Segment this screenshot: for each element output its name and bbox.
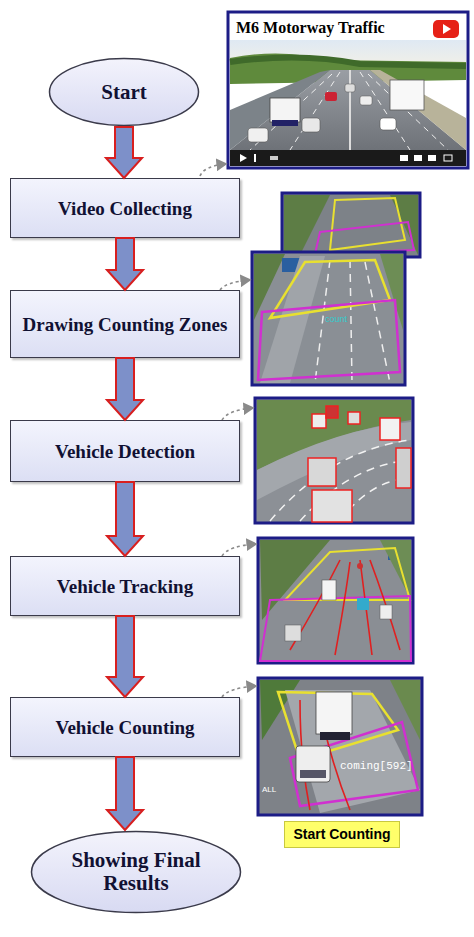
zones-image: count	[252, 193, 420, 385]
illustration-shape	[230, 150, 466, 166]
illustration-shape	[285, 548, 410, 600]
node-label: Showing Final Results	[30, 849, 242, 895]
illustration-shape	[282, 193, 420, 257]
tracking-image	[258, 538, 413, 663]
illustration-shape	[315, 260, 390, 383]
illustration-shape	[252, 252, 405, 385]
illustration-shape	[230, 70, 466, 150]
illustration-shape	[258, 538, 413, 663]
illustration-shape	[357, 563, 363, 569]
illustration-shape: count	[325, 314, 348, 324]
illustration-shape	[200, 164, 226, 176]
illustration-shape	[380, 254, 403, 330]
illustration-shape	[348, 412, 360, 424]
illustration-shape	[296, 746, 330, 782]
illustration-shape	[396, 448, 411, 488]
illustration-shape	[270, 440, 411, 521]
illustration-shape	[254, 154, 256, 162]
node-label: Start Counting	[287, 823, 396, 846]
node-label: Drawing Counting Zones	[17, 313, 234, 336]
flow-arrow	[106, 127, 142, 178]
illustration-shape	[308, 458, 336, 486]
video-title: M6 Motorway Traffic	[236, 19, 385, 37]
start-terminal: Start	[48, 57, 200, 127]
illustration-shape	[414, 155, 422, 161]
process-box: Vehicle Counting	[10, 697, 240, 757]
illustration-shape	[390, 80, 424, 110]
process-box: Video Collecting	[10, 178, 240, 238]
illustration-shape	[260, 540, 330, 620]
illustration-shape	[443, 24, 451, 34]
illustration-shape	[258, 678, 422, 815]
illustration-shape	[285, 690, 420, 813]
illustration-shape	[230, 57, 466, 66]
illustration-shape	[312, 414, 326, 428]
node-label: Vehicle Tracking	[51, 575, 199, 598]
illustration-shape	[222, 408, 253, 420]
illustration-shape	[270, 156, 278, 160]
count-readout: coming[592]	[340, 760, 413, 772]
flow-arrow	[107, 482, 143, 556]
illustration-shape	[345, 84, 355, 92]
illustration-shape	[284, 195, 330, 255]
flow-arrow	[107, 358, 143, 420]
illustration-shape	[322, 580, 336, 600]
illustration-shape	[316, 692, 352, 734]
illustration-shape	[349, 70, 351, 150]
counting-image: ALL	[258, 678, 422, 815]
illustration-shape	[380, 605, 392, 619]
node-label: Vehicle Counting	[49, 716, 200, 739]
illustration-shape	[270, 98, 300, 122]
illustration-shape	[360, 96, 372, 105]
illustration-shape	[255, 398, 413, 523]
illustration-shape	[315, 222, 414, 254]
illustration-shape	[260, 256, 325, 383]
illustration-shape	[312, 490, 352, 522]
illustration-shape	[428, 155, 436, 161]
illustration-shape	[285, 625, 301, 641]
illustration-shape	[290, 722, 418, 806]
illustration-shape	[272, 120, 298, 126]
illustration-shape	[380, 118, 396, 130]
illustration-shape	[400, 155, 408, 161]
illustration-shape	[444, 155, 452, 161]
flow-arrow	[107, 757, 143, 830]
illustration-shape	[230, 70, 330, 150]
illustration-shape	[228, 12, 468, 168]
flow-arrow	[107, 616, 143, 697]
illustration-shape	[300, 770, 326, 778]
illustration-shape	[250, 72, 448, 150]
illustration-shape	[222, 686, 256, 697]
video-frame	[228, 12, 468, 168]
illustration-shape	[248, 128, 268, 142]
process-box: Vehicle Detection	[10, 420, 240, 482]
illustration-shape: ALL	[262, 785, 277, 794]
illustration-shape	[302, 118, 320, 132]
status-tag: Start Counting	[284, 821, 400, 848]
illustration-shape	[380, 418, 400, 440]
flow-arrow	[107, 238, 143, 290]
illustration-shape	[357, 598, 369, 610]
ellipse-shape	[50, 59, 199, 126]
illustration-shape	[290, 560, 400, 655]
end-terminal: Showing Final Results	[30, 830, 242, 914]
process-box: Vehicle Tracking	[10, 556, 240, 616]
illustration-shape	[258, 300, 400, 380]
illustration-shape	[320, 732, 350, 740]
process-box: Drawing Counting Zones	[10, 290, 240, 358]
illustration-shape	[222, 544, 256, 556]
node-label: Video Collecting	[52, 197, 198, 220]
illustration-shape	[240, 154, 247, 162]
illustration-shape	[220, 280, 250, 290]
detection-image	[255, 398, 413, 523]
illustration-shape	[433, 20, 459, 38]
node-label: Vehicle Detection	[49, 440, 201, 463]
illustration-shape	[326, 406, 338, 418]
node-label: Start	[83, 81, 165, 104]
illustration-shape	[325, 92, 337, 101]
